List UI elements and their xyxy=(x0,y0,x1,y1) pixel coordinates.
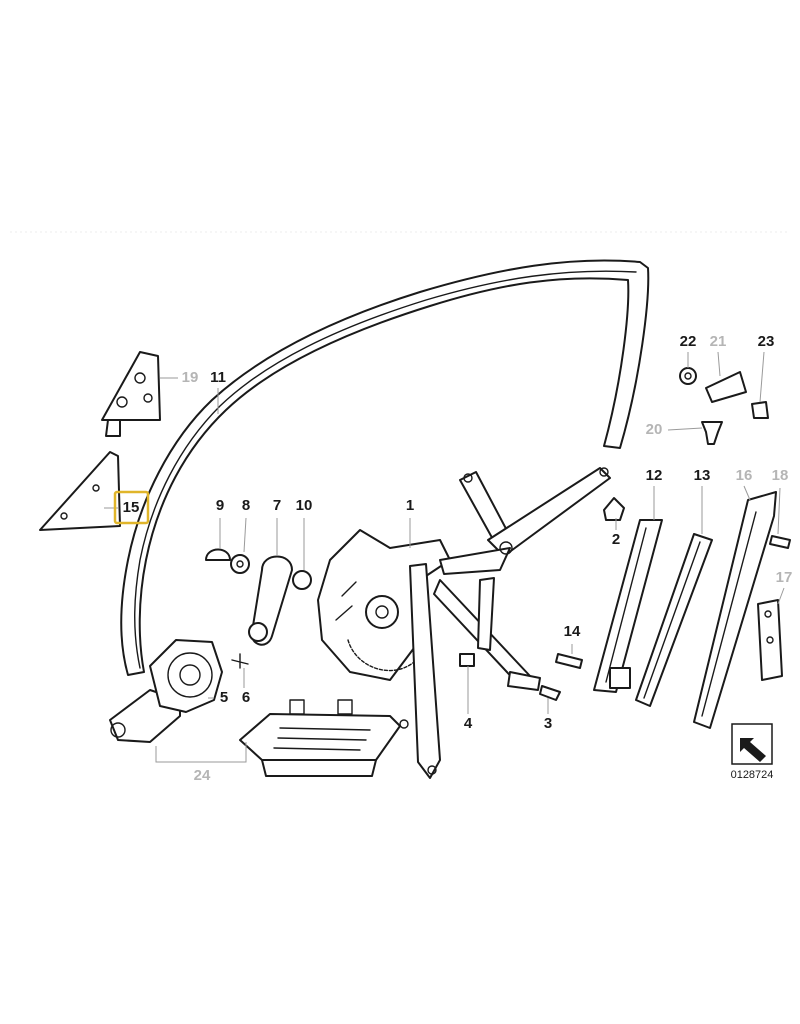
screw-6 xyxy=(231,653,249,669)
guide-rail-16 xyxy=(693,491,777,729)
guide-2 xyxy=(603,497,625,521)
highlight-box xyxy=(113,490,150,525)
callout-20[interactable]: 20 xyxy=(646,421,663,438)
screw-3 xyxy=(539,685,561,701)
window-channel-seal xyxy=(120,259,650,676)
callout-9[interactable]: 9 xyxy=(216,497,224,514)
callout-15[interactable]: 15 xyxy=(123,499,140,516)
nut-22 xyxy=(679,367,697,385)
callout-3[interactable]: 3 xyxy=(544,715,552,732)
triangle-trim-15 xyxy=(39,451,121,531)
callout-1[interactable]: 1 xyxy=(406,497,414,514)
callout-12[interactable]: 12 xyxy=(646,467,663,484)
arrow-view-icon xyxy=(731,723,773,765)
callout-5[interactable]: 5 xyxy=(220,689,228,706)
callout-8[interactable]: 8 xyxy=(242,497,250,514)
callout-14[interactable]: 14 xyxy=(564,623,581,640)
guide-rail-13 xyxy=(635,533,713,707)
bushing-9 xyxy=(205,548,231,561)
callout-17[interactable]: 17 xyxy=(776,569,793,586)
callout-16[interactable]: 16 xyxy=(736,467,753,484)
window-motor xyxy=(109,639,223,743)
clip-20 xyxy=(701,421,723,445)
diagram-ref-number: 0128724 xyxy=(731,769,774,781)
bracket-21 xyxy=(705,371,747,403)
callout-13[interactable]: 13 xyxy=(694,467,711,484)
callout-24[interactable]: 24 xyxy=(194,767,211,784)
gear-8 xyxy=(230,554,250,574)
belt-7 xyxy=(248,555,293,646)
callout-2[interactable]: 2 xyxy=(612,531,620,548)
callout-11[interactable]: 11 xyxy=(210,369,226,386)
clip-4 xyxy=(459,653,475,667)
callout-4[interactable]: 4 xyxy=(464,715,473,732)
callout-23[interactable]: 23 xyxy=(758,333,775,350)
callout-10[interactable]: 10 xyxy=(296,497,313,514)
leader-lines xyxy=(104,351,785,763)
callout-21[interactable]: 21 xyxy=(710,333,727,350)
bracket-17 xyxy=(757,599,783,681)
screw-18 xyxy=(769,535,791,549)
bolt-23 xyxy=(751,401,769,419)
window-regulator xyxy=(317,467,611,779)
callout-19[interactable]: 19 xyxy=(182,369,199,386)
pulley-10 xyxy=(292,570,312,590)
callout-7[interactable]: 7 xyxy=(273,497,281,514)
callouts: 1 2 3 4 5 6 7 8 9 10 11 12 13 14 15 16 1… xyxy=(123,333,793,784)
triangle-window-19 xyxy=(101,351,161,437)
callout-6[interactable]: 6 xyxy=(242,689,250,706)
callout-22[interactable]: 22 xyxy=(680,333,697,350)
control-unit xyxy=(239,699,401,777)
guide-rail-12 xyxy=(593,519,663,693)
callout-18[interactable]: 18 xyxy=(772,467,789,484)
screw-14 xyxy=(555,653,583,669)
